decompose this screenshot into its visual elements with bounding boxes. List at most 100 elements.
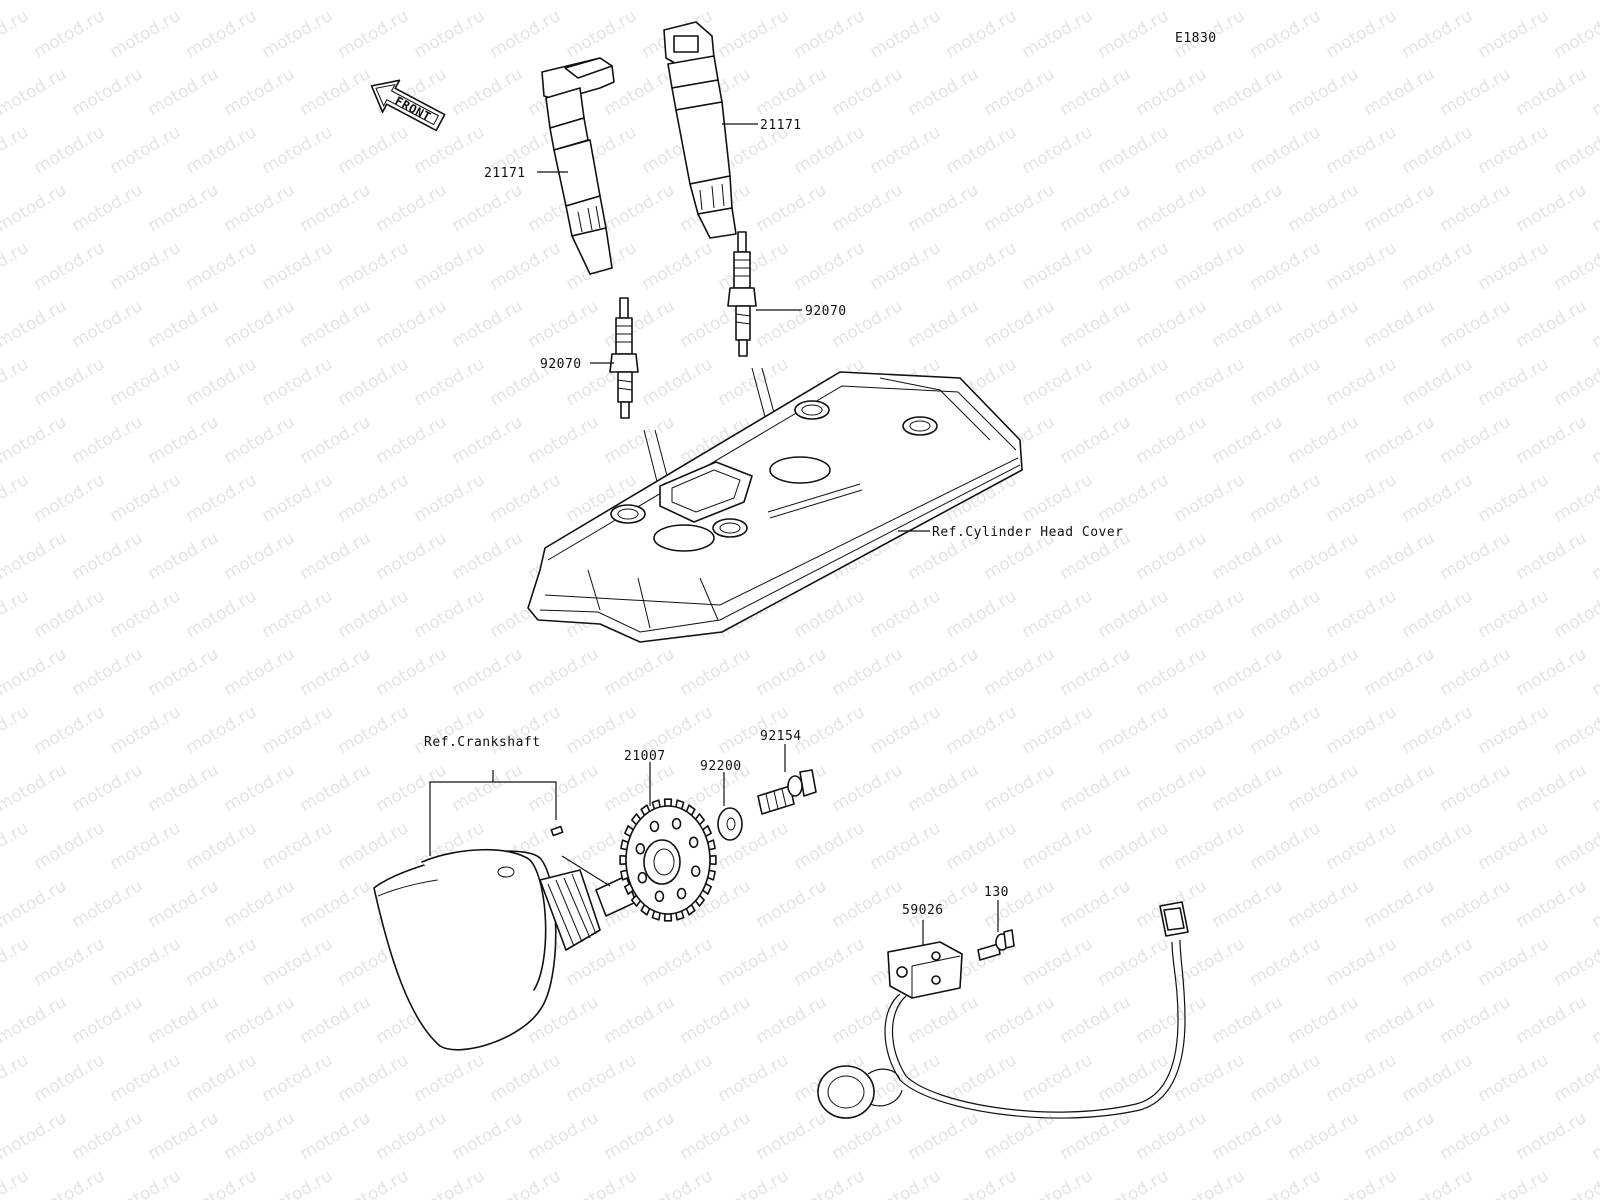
timing-rotor[interactable]: [619, 798, 717, 922]
watermark-text: motod.ru: [905, 180, 983, 236]
part-label-coil-left: 21171: [484, 166, 526, 181]
watermark-text: motod.ru: [601, 0, 679, 4]
watermark-text: motod.ru: [1209, 0, 1287, 4]
watermark-text: motod.ru: [0, 644, 70, 700]
watermark-text: motod.ru: [1247, 354, 1325, 410]
watermark-text: motod.ru: [1475, 470, 1553, 526]
sensor-bolt[interactable]: [977, 929, 1015, 961]
watermark-text: motod.ru: [1551, 122, 1600, 178]
watermark-text: motod.ru: [981, 760, 1059, 816]
watermark-text: motod.ru: [1361, 760, 1439, 816]
watermark-text: motod.ru: [297, 528, 375, 584]
watermark-text: motod.ru: [829, 0, 907, 4]
watermark-text: motod.ru: [791, 934, 869, 990]
watermark-text: motod.ru: [1361, 180, 1439, 236]
watermark-text: motod.ru: [1247, 6, 1325, 62]
watermark-text: motod.ru: [1019, 934, 1097, 990]
part-label-timing-rotor: 21007: [624, 749, 666, 764]
watermark-text: motod.ru: [31, 470, 109, 526]
watermark-text: motod.ru: [411, 470, 489, 526]
watermark-text: motod.ru: [297, 296, 375, 352]
watermark-text: motod.ru: [1057, 180, 1135, 236]
watermark-text: motod.ru: [1589, 64, 1600, 120]
watermark-text: motod.ru: [183, 122, 261, 178]
watermark-text: motod.ru: [221, 64, 299, 120]
watermark-text: motod.ru: [1095, 354, 1173, 410]
watermark-text: motod.ru: [1019, 1050, 1097, 1106]
watermark-text: motod.ru: [601, 644, 679, 700]
watermark-text: motod.ru: [335, 818, 413, 874]
watermark-text: motod.ru: [107, 818, 185, 874]
watermark-text: motod.ru: [1475, 934, 1553, 990]
cylinder-head-cover: [527, 371, 1023, 643]
watermark-text: motod.ru: [1589, 992, 1600, 1048]
watermark-text: motod.ru: [943, 238, 1021, 294]
spark-plug-left[interactable]: [609, 297, 639, 419]
watermark-text: motod.ru: [1475, 238, 1553, 294]
watermark-text: motod.ru: [1171, 1050, 1249, 1106]
ref-label-head-cover: Ref.Cylinder Head Cover: [932, 525, 1124, 540]
watermark-text: motod.ru: [145, 180, 223, 236]
watermark-text: motod.ru: [373, 644, 451, 700]
ignition-coil-right[interactable]: [663, 21, 737, 239]
watermark-text: motod.ru: [373, 1108, 451, 1164]
watermark-text: motod.ru: [411, 586, 489, 642]
spark-plug-right[interactable]: [727, 231, 757, 357]
watermark-text: motod.ru: [31, 354, 109, 410]
watermark-text: motod.ru: [791, 238, 869, 294]
watermark-text: motod.ru: [487, 238, 565, 294]
watermark-text: motod.ru: [677, 992, 755, 1048]
rotor-hole: [654, 890, 665, 903]
watermark-text: motod.ru: [1437, 0, 1515, 4]
watermark-text: motod.ru: [31, 934, 109, 990]
watermark-text: motod.ru: [1437, 1108, 1515, 1164]
watermark-text: motod.ru: [335, 1166, 413, 1200]
watermark-text: motod.ru: [753, 1108, 831, 1164]
watermark-text: motod.ru: [297, 412, 375, 468]
watermark-text: motod.ru: [449, 1108, 527, 1164]
watermark-text: motod.ru: [943, 702, 1021, 758]
watermark-text: motod.ru: [1399, 1050, 1477, 1106]
watermark-text: motod.ru: [1247, 238, 1325, 294]
washer[interactable]: [717, 807, 743, 841]
watermark-text: motod.ru: [1437, 412, 1515, 468]
watermark-text: motod.ru: [183, 1050, 261, 1106]
watermark-text: motod.ru: [145, 296, 223, 352]
part-label-plug-left: 92070: [540, 357, 582, 372]
watermark-text: motod.ru: [1095, 238, 1173, 294]
watermark-text: motod.ru: [297, 644, 375, 700]
pickup-sensor[interactable]: [817, 901, 1189, 1119]
watermark-text: motod.ru: [1019, 470, 1097, 526]
watermark-text: motod.ru: [1171, 934, 1249, 990]
watermark-text: motod.ru: [0, 180, 70, 236]
watermark-text: motod.ru: [0, 354, 32, 410]
watermark-text: motod.ru: [259, 1050, 337, 1106]
watermark-text: motod.ru: [1513, 760, 1591, 816]
watermark-text: motod.ru: [107, 934, 185, 990]
watermark-text: motod.ru: [1323, 702, 1401, 758]
watermark-text: motod.ru: [601, 412, 679, 468]
ignition-coil-left[interactable]: [541, 57, 615, 275]
bolt[interactable]: [757, 769, 817, 815]
watermark-text: motod.ru: [791, 1166, 869, 1200]
watermark-text: motod.ru: [1057, 412, 1135, 468]
rotor-hole: [690, 865, 701, 878]
watermark-text: motod.ru: [1513, 412, 1591, 468]
watermark-text: motod.ru: [867, 702, 945, 758]
watermark-text: motod.ru: [411, 1050, 489, 1106]
watermark-text: motod.ru: [1399, 818, 1477, 874]
watermark-text: motod.ru: [221, 644, 299, 700]
watermark-text: motod.ru: [1399, 586, 1477, 642]
watermark-text: motod.ru: [791, 586, 869, 642]
watermark-text: motod.ru: [791, 122, 869, 178]
watermark-text: motod.ru: [1589, 644, 1600, 700]
watermark-text: motod.ru: [1247, 470, 1325, 526]
watermark-text: motod.ru: [297, 876, 375, 932]
watermark-text: motod.ru: [487, 1050, 565, 1106]
watermark-text: motod.ru: [1475, 122, 1553, 178]
watermark-text: motod.ru: [1475, 702, 1553, 758]
watermark-text: motod.ru: [31, 818, 109, 874]
watermark-text: motod.ru: [829, 760, 907, 816]
watermark-text: motod.ru: [31, 238, 109, 294]
watermark-text: motod.ru: [1019, 238, 1097, 294]
